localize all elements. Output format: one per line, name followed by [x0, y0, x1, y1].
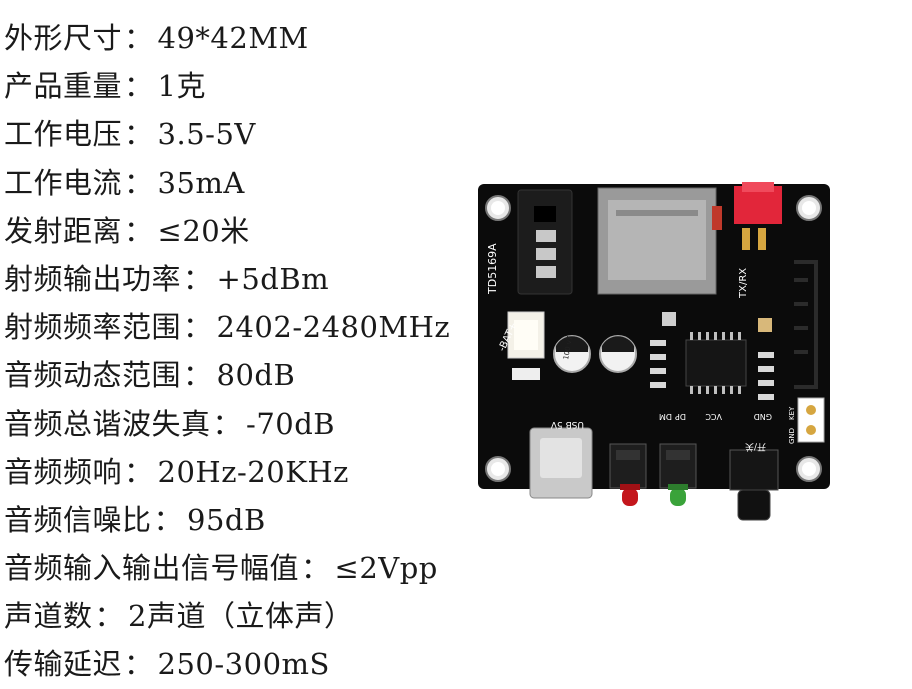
main-chip: [685, 332, 747, 394]
key-gnd-pads: [797, 397, 825, 443]
spec-separator: ：: [153, 502, 184, 537]
spec-separator: ：: [183, 358, 213, 393]
spec-separator: ：: [124, 454, 154, 489]
spec-separator: ：: [212, 406, 243, 441]
spec-label: 音频输入输出信号幅值: [4, 551, 300, 586]
pin-label-gnd-2: GND: [788, 428, 796, 444]
power-button: [729, 449, 779, 521]
spec-row: 射频输出功率：+5dBm: [4, 255, 450, 303]
spec-value: 80dB: [216, 358, 296, 393]
spec-separator: ：: [183, 261, 213, 296]
pin-label-key: KEY: [788, 406, 796, 420]
spec-label: 射频输出功率: [4, 261, 182, 296]
spec-value: 95dB: [187, 502, 266, 537]
usb-c-port: [529, 427, 593, 499]
spec-label: 射频频率范围: [4, 310, 182, 345]
spec-label: 工作电压: [4, 117, 123, 152]
spec-separator: ：: [124, 117, 154, 152]
spec-value: ≤20米: [157, 213, 250, 248]
sd-card-slot: [597, 187, 722, 295]
spec-label: 声道数: [4, 599, 93, 634]
audio-jack: [517, 189, 573, 295]
spec-row: 音频信噪比：95dB: [4, 496, 450, 544]
pin-label-gnd: GND: [754, 412, 772, 421]
spec-row: 产品重量：1克: [4, 62, 450, 110]
spec-row: 音频总谐波失真：-70dB: [4, 400, 450, 448]
pin-label-dm: DM: [659, 412, 672, 421]
spec-value: 2402-2480MHz: [216, 310, 451, 345]
spec-separator: ：: [301, 551, 331, 586]
circuit-board-photo: TD5169A TX/RX -BAT+ USB 5V 100 v7 DM DP …: [476, 182, 832, 522]
spec-value: 2声道（立体声）: [128, 599, 354, 634]
model-label: TD5169A: [486, 243, 499, 295]
spec-value: 250-300mS: [157, 647, 330, 682]
spec-separator: ：: [94, 599, 125, 634]
spec-label: 音频频响: [4, 454, 123, 489]
spec-separator: ：: [124, 69, 154, 104]
mounting-holes: [485, 195, 822, 482]
spec-row: 音频动态范围：80dB: [4, 351, 450, 399]
spec-value: 35mA: [157, 165, 245, 200]
pin-label-dp: DP: [675, 412, 686, 421]
spec-separator: ：: [124, 647, 154, 682]
green-led: [668, 484, 688, 506]
spec-row: 音频输入输出信号幅值：≤2Vpp: [4, 544, 450, 592]
pin-headers: [609, 443, 697, 489]
spec-value: 49*42MM: [157, 21, 309, 55]
spec-row: 射频频率范围：2402-2480MHz: [4, 303, 450, 351]
spec-row: 传输延迟：250-300mS: [4, 640, 450, 688]
spec-separator: ：: [124, 21, 154, 55]
spec-list: 外形尺寸：49*42MM 产品重量：1克 工作电压：3.5-5V 工作电流：35…: [4, 14, 450, 689]
spec-separator: ：: [183, 310, 213, 345]
spec-row: 音频频响：20Hz-20KHz: [4, 448, 450, 496]
spec-separator: ：: [124, 165, 154, 200]
spec-separator: ：: [124, 213, 154, 248]
spec-label: 工作电流: [4, 165, 123, 200]
spec-value: -70dB: [246, 406, 336, 441]
power-switch-label: 开/关: [745, 441, 766, 453]
smd-components: [512, 312, 774, 400]
spec-value: ≤2Vpp: [334, 551, 438, 586]
spec-label: 发射距离: [4, 213, 123, 248]
tx-rx-switch: [734, 182, 782, 250]
spec-label: 产品重量: [4, 69, 123, 104]
red-led: [620, 484, 640, 506]
spec-label: 传输延迟: [4, 647, 123, 682]
spec-label: 音频总谐波失真: [4, 406, 211, 441]
circuit-board-illustration: TD5169A TX/RX -BAT+ USB 5V 100 v7 DM DP …: [478, 182, 830, 521]
antenna-trace: [794, 260, 818, 389]
usb-label: USB 5V: [550, 419, 584, 429]
spec-label: 音频信噪比: [4, 502, 152, 537]
spec-row: 工作电压：3.5-5V: [4, 110, 450, 158]
spec-value: 3.5-5V: [157, 117, 256, 152]
spec-value: +5dBm: [216, 261, 330, 296]
spec-label: 外形尺寸: [4, 21, 123, 55]
spec-row: 发射距离：≤20米: [4, 207, 450, 255]
spec-row: 外形尺寸：49*42MM: [4, 14, 450, 62]
spec-row: 声道数：2声道（立体声）: [4, 592, 450, 640]
tx-rx-label: TX/RX: [738, 268, 749, 299]
spec-value: 1克: [157, 69, 206, 104]
battery-connector: [507, 311, 545, 359]
pin-label-vcc: VCC: [705, 412, 722, 421]
spec-row: 工作电流：35mA: [4, 159, 450, 207]
electrolytic-capacitors: [553, 335, 637, 373]
spec-label: 音频动态范围: [4, 358, 182, 393]
spec-value: 20Hz-20KHz: [157, 454, 349, 489]
